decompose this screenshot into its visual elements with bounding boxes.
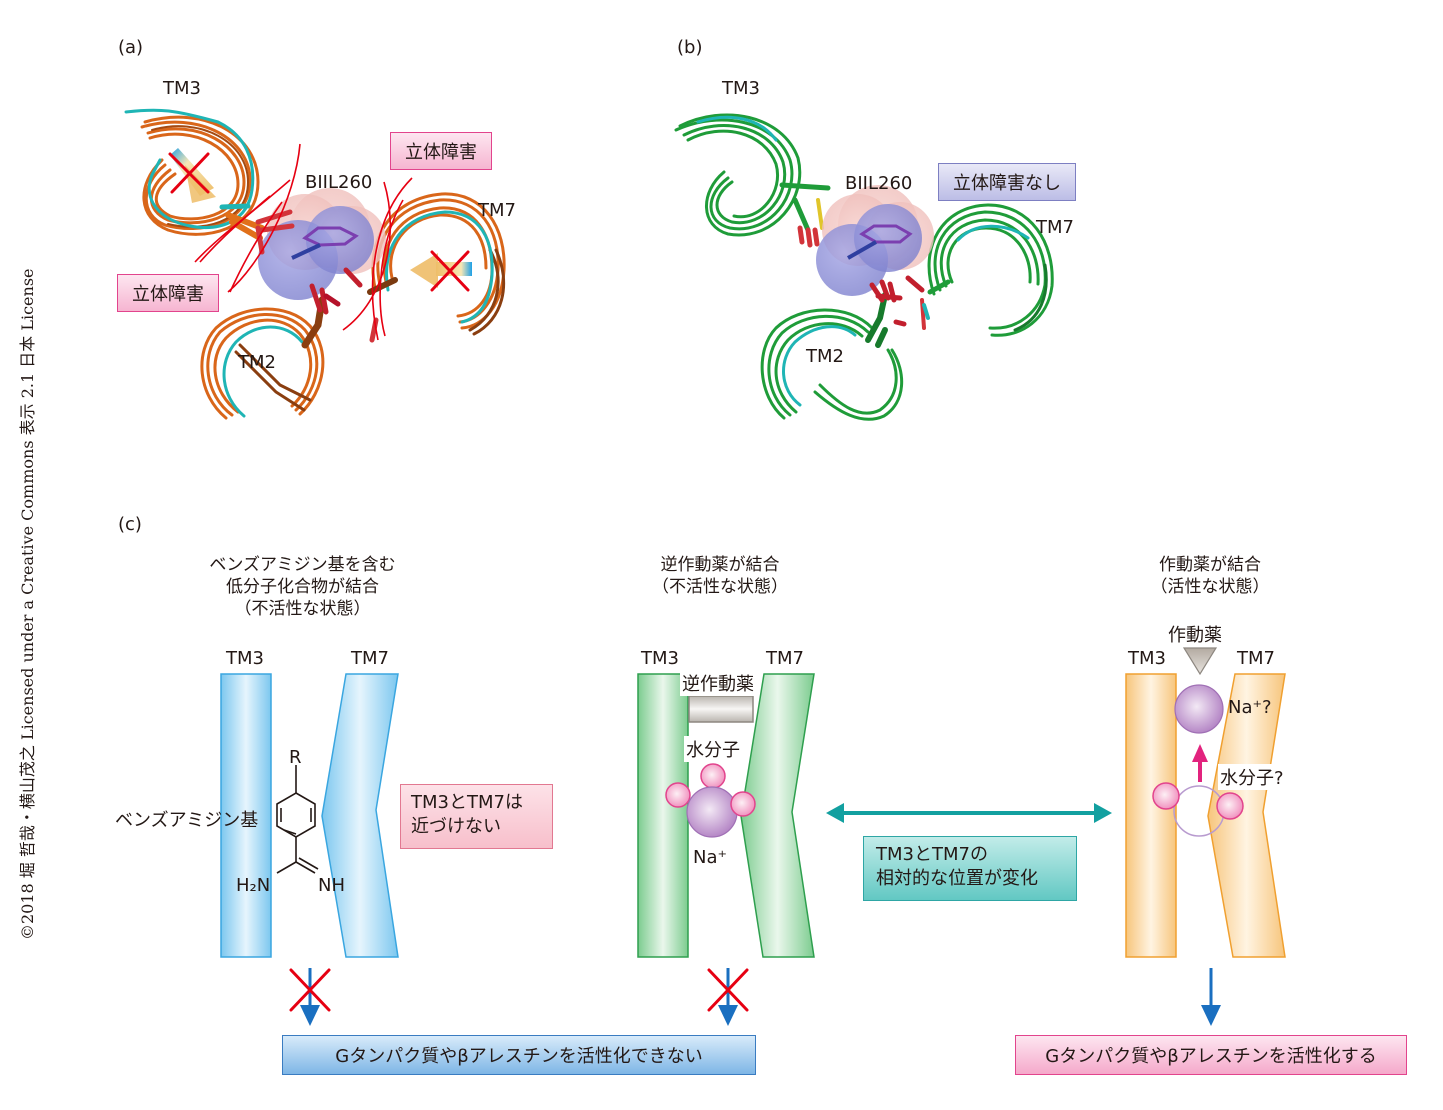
chem-r-label: R <box>289 747 302 768</box>
biil260-spacefill-a <box>258 188 386 300</box>
tm3-label-state2: TM3 <box>641 648 679 669</box>
panel-c-label: (c) <box>118 514 142 535</box>
chem-h2n-label: H₂N <box>236 875 271 896</box>
water-molecule <box>1216 792 1244 820</box>
title-line: （活性な状態） <box>1150 577 1270 597</box>
steric-clash-badge-upper: 立体障害 <box>390 132 492 170</box>
sodium-ion <box>1174 684 1224 734</box>
note-line: TM3とTM7は <box>411 792 523 813</box>
tm2-helix-bundle <box>200 296 326 420</box>
panel-b-label: (b) <box>677 37 703 58</box>
sodium-ion <box>686 786 738 838</box>
tm7-label-state1: TM7 <box>351 648 389 669</box>
title-line: ベンズアミジン基を含む <box>209 555 396 575</box>
agonist-shape <box>1182 647 1218 676</box>
signal-arrow-active <box>1201 968 1221 1026</box>
tm3-label-state3: TM3 <box>1128 648 1166 669</box>
note-line: 相対的な位置が変化 <box>876 868 1038 889</box>
tm2-helix-bundle <box>760 292 904 421</box>
tm2-label-b: TM2 <box>806 346 844 367</box>
title-line: （不活性な状態） <box>234 599 371 619</box>
tm3-helix-bundle <box>674 113 831 248</box>
title-line: （不活性な状態） <box>652 577 788 597</box>
ligand-label-b: BIIL260 <box>845 173 913 194</box>
tm3-helix-agonist <box>1125 673 1177 958</box>
benzamidine-structure <box>276 765 319 874</box>
note-line: 近づけない <box>411 816 501 837</box>
cross-icon <box>707 968 749 1012</box>
cannot-approach-note: TM3とTM7は 近づけない <box>400 784 553 849</box>
panel-a-label: (a) <box>118 37 144 58</box>
tm7-label-a: TM7 <box>478 200 516 221</box>
residues-a <box>255 209 379 343</box>
state-inverse-agonist-title: 逆作動薬が結合 （不活性な状態） <box>620 554 820 598</box>
title-line: 逆作動薬が結合 <box>660 555 780 575</box>
note-line: TM3とTM7の <box>876 844 988 865</box>
steric-clash-badge-left: 立体障害 <box>117 274 219 312</box>
water-label-state3: 水分子? <box>1218 764 1286 790</box>
inverse-agonist-label: 逆作動薬 <box>680 670 756 696</box>
agonist-label: 作動薬 <box>1168 625 1222 646</box>
tm7-helix-bundle <box>920 203 1054 337</box>
ligand-label-a: BIIL260 <box>305 172 373 193</box>
tm3-label-b: TM3 <box>722 78 760 99</box>
tm3-label-a: TM3 <box>163 78 201 99</box>
no-steric-clash-badge: 立体障害なし <box>938 163 1076 201</box>
transition-double-arrow <box>826 803 1112 823</box>
signal-arrow-blocked-1 <box>289 968 331 1026</box>
inverse-agonist-shape <box>688 695 754 723</box>
steric-clash-lines <box>194 143 413 341</box>
tm7-helix-bundle <box>367 192 506 336</box>
water-molecule <box>700 763 726 789</box>
result-inactive-bar: Gタンパク質やβアレスチンを活性化できない <box>282 1035 756 1075</box>
sodium-label-state3: Na⁺? <box>1228 697 1272 718</box>
biil260-spacefill-b <box>816 185 934 296</box>
tm3-helix-inverse <box>637 673 689 958</box>
water-molecule <box>665 782 691 808</box>
cross-icon <box>289 968 331 1012</box>
signal-arrow-blocked-2 <box>707 968 749 1026</box>
tm7-label-state3: TM7 <box>1237 648 1275 669</box>
benzamidine-group-label: ベンズアミジン基 <box>115 810 259 831</box>
water-molecule <box>1152 782 1180 810</box>
state-benzamidine-title: ベンズアミジン基を含む 低分子化合物が結合 （不活性な状態） <box>185 554 420 620</box>
chem-nh-label: NH <box>318 875 345 896</box>
tm2-label-a: TM2 <box>238 352 276 373</box>
cross-icon <box>430 250 470 292</box>
arrow-head <box>1192 744 1208 762</box>
result-active-bar: Gタンパク質やβアレスチンを活性化する <box>1015 1035 1407 1075</box>
tm3-label-state1: TM3 <box>226 648 264 669</box>
tm7-label-state2: TM7 <box>766 648 804 669</box>
relative-position-change-note: TM3とTM7の 相対的な位置が変化 <box>863 836 1077 901</box>
state-agonist-title: 作動薬が結合 （活性な状態） <box>1115 554 1305 598</box>
tm7-helix-agonist <box>1207 673 1286 958</box>
title-line: 作動薬が結合 <box>1159 555 1261 575</box>
tm7-helix-benzamidine <box>321 673 399 958</box>
residues-b <box>869 275 925 327</box>
water-molecule <box>730 791 756 817</box>
water-label-state2: 水分子 <box>684 736 742 762</box>
title-line: 低分子化合物が結合 <box>226 577 379 597</box>
tm7-label-b: TM7 <box>1036 217 1074 238</box>
cross-icon <box>168 152 210 194</box>
sodium-label-state2: Na⁺ <box>693 847 727 868</box>
tm3-helix-benzamidine <box>220 673 272 958</box>
